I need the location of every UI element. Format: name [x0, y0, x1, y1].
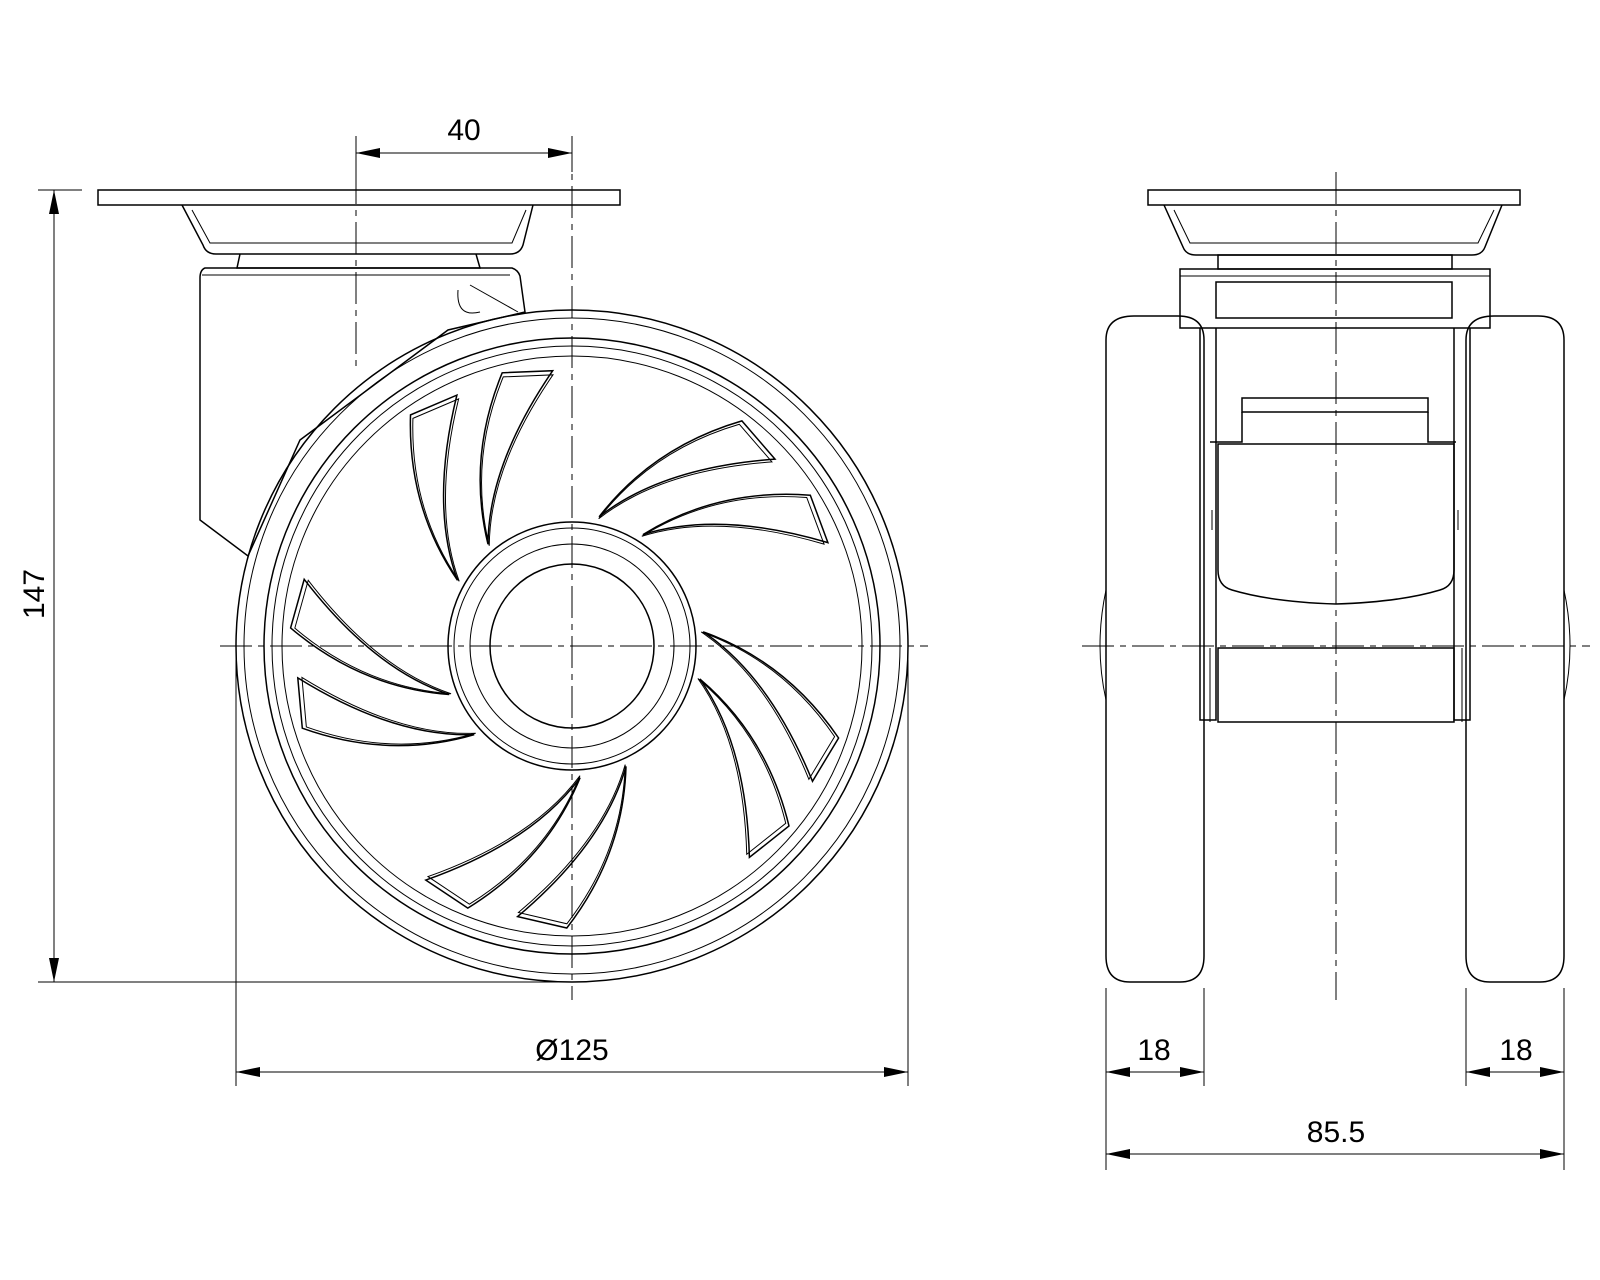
dimension-height-label: 147 [18, 569, 51, 619]
side-swivel-collar [236, 253, 481, 269]
dimension-right-wheel-width: 18 [1465, 988, 1565, 1170]
dimension-diameter-label: Ø125 [535, 1034, 608, 1067]
dimension-overall-width: 85.5 [1105, 1086, 1564, 1170]
wheel-vane [699, 678, 790, 859]
front-right-wheel [1465, 315, 1565, 983]
dimension-left-wheel-width: 18 [1105, 988, 1205, 1086]
wheel-vane [642, 493, 830, 544]
wheel-vane-inner-edge [426, 775, 581, 905]
front-view: 18 18 85.5 [1082, 172, 1590, 1170]
wheel-vane-inner-edge [301, 676, 476, 745]
side-fork-body [199, 267, 526, 558]
wheel-vane [702, 631, 840, 783]
dimension-diameter: Ø125 [235, 660, 909, 1086]
wheel-vane-inner-edge [598, 423, 773, 520]
front-mounting-plate [1147, 189, 1521, 206]
front-swivel-collar [1217, 254, 1453, 270]
wheel-vane-inner-edge [641, 496, 825, 545]
side-wheel-vanes [289, 369, 840, 929]
front-fork-housing [1179, 268, 1491, 329]
wheel-vane [296, 676, 475, 747]
dimension-offset: 40 [355, 114, 573, 172]
front-plate-bowl [1163, 204, 1503, 256]
wheel-vane-inner-edge [294, 579, 452, 695]
wheel-vane-inner-edge [700, 631, 836, 781]
dimension-right-wheel-width-label: 18 [1499, 1034, 1532, 1067]
side-plate-bowl [181, 204, 534, 255]
wheel-vane [479, 369, 555, 545]
wheel-vane [409, 393, 459, 581]
wheel-vane [424, 777, 581, 909]
wheel-vane-inner-edge [412, 398, 460, 582]
wheel-vane [598, 420, 777, 518]
wheel-vane-inner-edge [517, 764, 626, 925]
side-mounting-plate [97, 189, 621, 206]
wheel-vane [515, 766, 627, 929]
dimension-left-wheel-width-label: 18 [1137, 1034, 1170, 1067]
dimension-offset-label: 40 [447, 114, 480, 147]
dimension-height: 147 [18, 189, 572, 983]
wheel-vane-inner-edge [697, 678, 787, 856]
front-brake-plate [1241, 397, 1429, 413]
wheel-vane [289, 577, 450, 696]
dimension-overall-width-label: 85.5 [1307, 1116, 1365, 1149]
front-left-wheel [1105, 315, 1205, 983]
side-view: 40 147 Ø125 [18, 114, 928, 1086]
front-fork-left-leg [1199, 328, 1217, 721]
wheel-vane-inner-edge [481, 374, 554, 546]
